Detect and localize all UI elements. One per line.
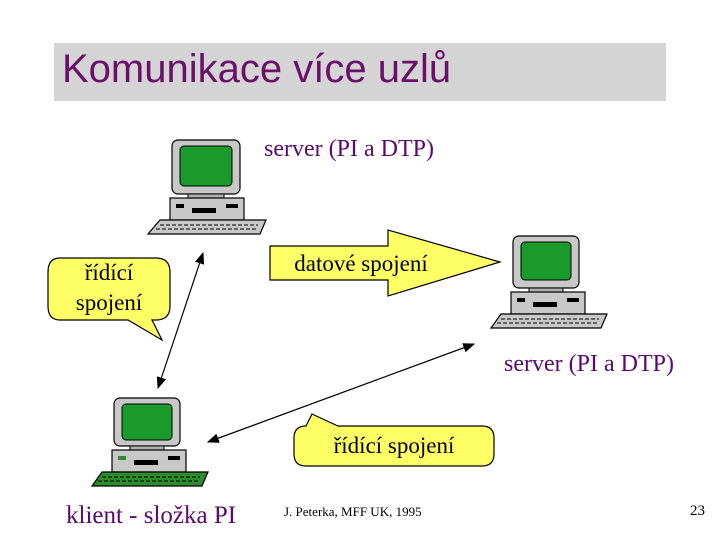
control-bubble-left-line1: řídící (84, 260, 134, 285)
data-arrow-label: datové spojení (294, 251, 428, 276)
data-connection-arrow (269, 229, 503, 297)
server-top-computer-icon (146, 139, 267, 235)
control-bubble-bottom-label: řídící spojení (333, 433, 455, 458)
control-bubble-bottom (293, 413, 495, 467)
client-computer-icon (90, 397, 209, 487)
control-line-client-to-top-server (156, 251, 205, 390)
page-number: 23 (690, 503, 705, 519)
server-right-label: server (PI a DTP) (504, 351, 674, 377)
control-line-client-to-right-server (206, 343, 476, 443)
server-top-label: server (PI a DTP) (264, 136, 434, 162)
footer-author: J. Peterka, MFF UK, 1995 (284, 504, 422, 519)
title-bar: Komunikace více uzlů (54, 43, 666, 101)
control-bubble-left (47, 257, 171, 342)
client-label: klient - složka PI (66, 502, 237, 529)
control-bubble-left-line2: spojení (75, 290, 143, 315)
server-right-computer-icon (489, 235, 608, 329)
slide-title: Komunikace více uzlů (62, 47, 452, 91)
